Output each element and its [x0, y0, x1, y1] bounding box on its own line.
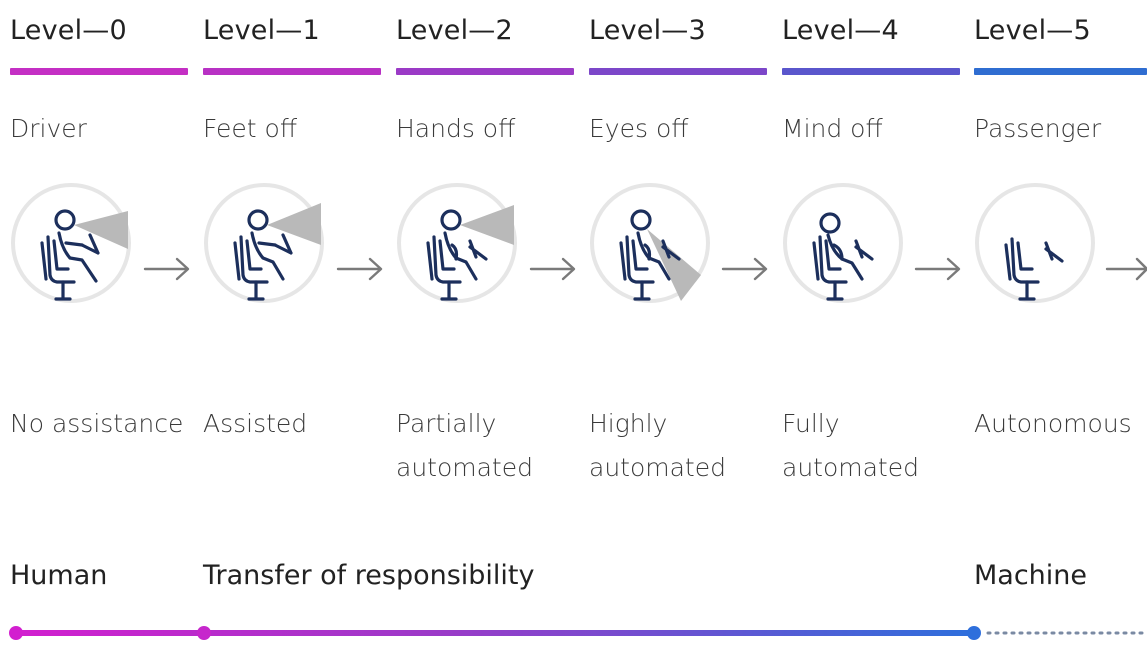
arrow-right-icon	[721, 257, 768, 281]
level-0-title: Level—0	[10, 15, 127, 46]
level-0-description-line-1: No assistance	[10, 409, 184, 438]
machine-marker	[967, 626, 981, 640]
level-4-role: Mind off	[782, 114, 883, 143]
machine-label: Machine	[974, 560, 1088, 591]
level-4-description: Fully automated	[782, 402, 962, 490]
arrow-right-icon	[336, 257, 383, 281]
transfer-start-marker	[197, 626, 211, 640]
responsibility-timeline	[9, 626, 1147, 640]
human-label: Human	[10, 560, 108, 591]
level-2-role: Hands off	[396, 114, 516, 143]
level-3-description-line-1: Highly	[589, 409, 668, 438]
level-4-bar	[782, 68, 960, 75]
arrow-right-icon	[914, 257, 961, 281]
level-4-title: Level—4	[782, 15, 899, 46]
level-2-description-line-1: Partially	[396, 409, 497, 438]
level-5-role: Passenger	[974, 114, 1102, 143]
level-1-bar	[203, 68, 381, 75]
level-3-title: Level—3	[589, 15, 706, 46]
level-0-bar	[10, 68, 188, 75]
level-0-role: Driver	[10, 114, 87, 143]
driver-seat-eyes-off-icon	[590, 183, 710, 303]
level-1-title: Level—1	[203, 15, 320, 46]
arrow-right-icon	[1105, 257, 1147, 281]
level-3-bar	[589, 68, 767, 75]
level-3-description: Highly automated	[589, 402, 769, 490]
driver-seat-feet-off-icon	[204, 183, 324, 303]
arrow-right-icon	[529, 257, 576, 281]
level-3-role: Eyes off	[589, 114, 689, 143]
level-4-description-line-2: automated	[782, 453, 919, 482]
level-5-description-line-1: Autonomous	[974, 409, 1132, 438]
driver-seat-mind-off-icon	[783, 183, 903, 303]
level-5-title: Level—5	[974, 15, 1091, 46]
transfer-of-responsibility-label: Transfer of responsibility	[203, 560, 535, 591]
level-2-description: Partially automated	[396, 402, 576, 490]
level-2-description-line-2: automated	[396, 453, 533, 482]
driver-seat-hands-off-icon	[397, 183, 517, 303]
driver-seat-full-view-icon	[11, 183, 131, 303]
level-1-description-line-1: Assisted	[203, 409, 308, 438]
level-1-role: Feet off	[203, 114, 298, 143]
arrow-right-icon	[143, 257, 190, 281]
human-marker	[9, 626, 23, 640]
responsibility-gradient-bar	[15, 630, 973, 636]
level-0-description: No assistance	[10, 402, 190, 446]
level-4-description-line-1: Fully	[782, 409, 840, 438]
level-2-title: Level—2	[396, 15, 513, 46]
level-5-description: Autonomous	[974, 402, 1147, 446]
level-2-bar	[396, 68, 574, 75]
level-1-description: Assisted	[203, 402, 383, 446]
level-3-description-line-2: automated	[589, 453, 726, 482]
level-5-bar	[974, 68, 1147, 75]
empty-seat-icon	[975, 183, 1095, 303]
